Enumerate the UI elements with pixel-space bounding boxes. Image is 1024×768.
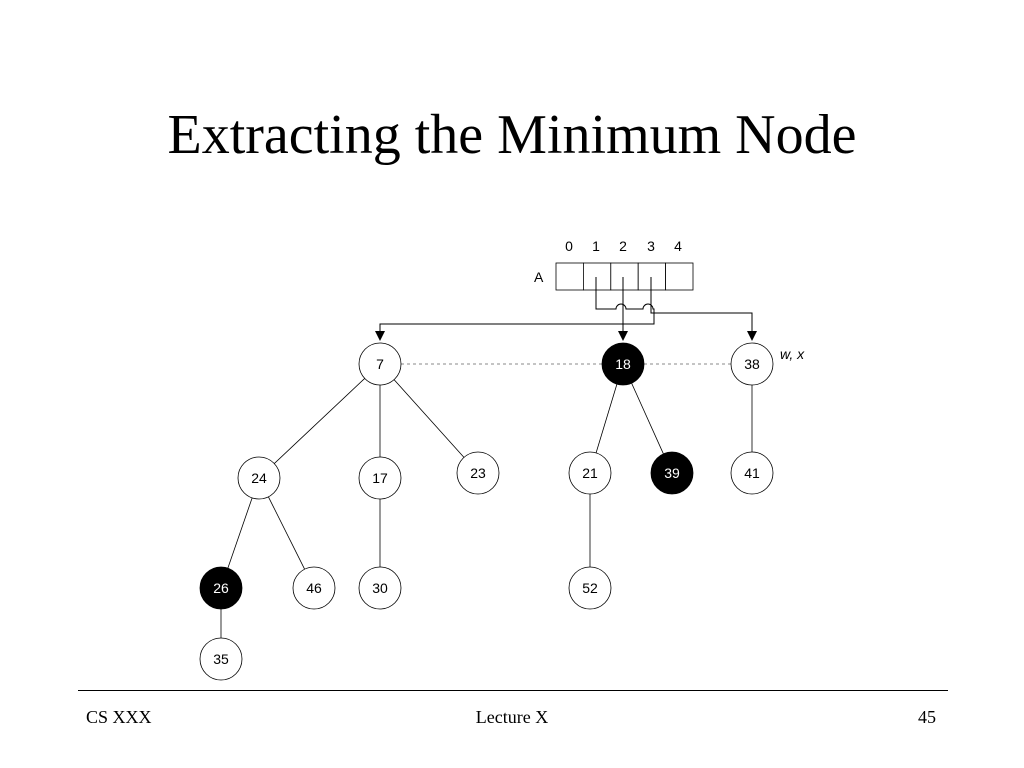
node-circle [568, 566, 612, 610]
array-label: A [534, 269, 544, 285]
heap-node-17: 17 [358, 456, 402, 500]
heap-node-23: 23 [456, 451, 500, 495]
node-circle [237, 456, 281, 500]
node-key: 46 [306, 580, 322, 596]
heap-node-21: 21 [568, 451, 612, 495]
pointer-cell3-to-38 [650, 277, 757, 341]
node-key: 24 [251, 470, 267, 486]
node-key: 26 [213, 580, 229, 596]
array-index-1: 1 [592, 238, 600, 254]
heap-node-39: 39 [650, 451, 694, 495]
node-circle [199, 566, 243, 610]
edge-24-46 [268, 496, 305, 570]
array-index-2: 2 [619, 238, 627, 254]
heap-node-24: 24 [237, 456, 281, 500]
heap-node-35: 35 [199, 637, 243, 681]
array-cell-4 [665, 262, 694, 291]
heap-node-26: 26 [199, 566, 243, 610]
node-circle [358, 566, 402, 610]
wx-annotation: w, x [780, 346, 805, 362]
heap-node-52: 52 [568, 566, 612, 610]
node-circle [456, 451, 500, 495]
edge-24-26 [227, 497, 253, 569]
array-index-3: 3 [647, 238, 655, 254]
node-circle [358, 456, 402, 500]
array-indices: 0 1 2 3 4 [565, 238, 682, 254]
node-key: 7 [376, 356, 384, 372]
array-index-0: 0 [565, 238, 573, 254]
heap-node-30: 30 [358, 566, 402, 610]
array-cell-0 [555, 262, 584, 291]
node-circle [650, 451, 694, 495]
array-cell-2 [610, 262, 639, 291]
node-circle [292, 566, 336, 610]
edge-7-24 [274, 378, 365, 464]
slide-title: Extracting the Minimum Node [167, 104, 857, 166]
node-key: 52 [582, 580, 598, 596]
edge-18-39 [631, 382, 664, 455]
pointer-cell1-to-7 [375, 277, 655, 341]
footer-lecture: Lecture X [475, 707, 549, 727]
array-index-4: 4 [674, 238, 682, 254]
node-key: 41 [744, 465, 760, 481]
heap-node-46: 46 [292, 566, 336, 610]
node-key: 38 [744, 356, 760, 372]
heap-node-18: 18 [601, 342, 645, 386]
node-key: 21 [582, 465, 598, 481]
node-key: 30 [372, 580, 388, 596]
heap-node-7: 7 [358, 342, 402, 386]
edge-7-23 [393, 379, 465, 458]
array-cell-1 [583, 262, 612, 291]
edge-18-21 [595, 383, 618, 454]
heap-node-38: 38 [730, 342, 774, 386]
node-circle [568, 451, 612, 495]
footer-page-number: 45 [918, 707, 936, 727]
node-key: 39 [664, 465, 680, 481]
tree-edges [220, 378, 753, 638]
node-circle [358, 342, 402, 386]
node-circle [601, 342, 645, 386]
array-cell-3 [637, 262, 667, 291]
node-key: 35 [213, 651, 229, 667]
array-pointers [375, 277, 757, 341]
node-circle [730, 342, 774, 386]
node-circle [199, 637, 243, 681]
footer-rule [78, 690, 948, 691]
footer-course: CS XXX [86, 707, 152, 727]
node-key: 17 [372, 470, 388, 486]
array-cells [555, 262, 694, 291]
tree-nodes: 7 18 38 24 17 23 21 39 41 26 46 30 52 35 [199, 342, 774, 681]
heap-node-41: 41 [730, 451, 774, 495]
node-circle [730, 451, 774, 495]
node-key: 18 [615, 356, 631, 372]
node-key: 23 [470, 465, 486, 481]
